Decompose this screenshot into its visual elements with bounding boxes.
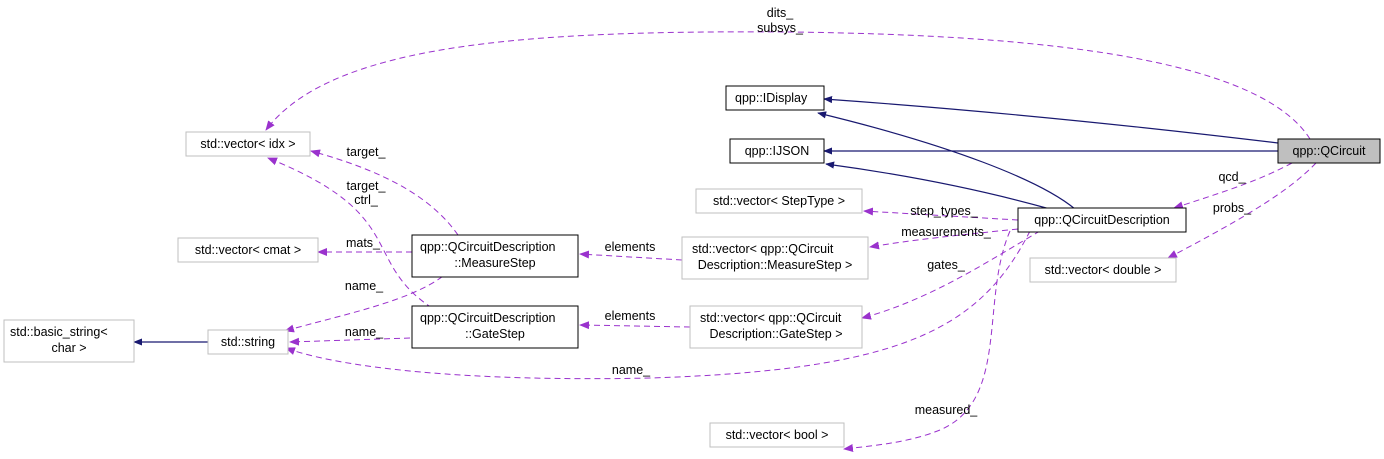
node-vector-gatestep-label-2: Description::GateStep >: [709, 327, 842, 341]
edge-step-types: [863, 207, 1019, 221]
node-vector-idx[interactable]: std::vector< idx >: [185, 131, 311, 157]
node-string-label: std::string: [221, 335, 275, 349]
node-vector-steptype-label: std::vector< StepType >: [713, 194, 845, 208]
label-mats: mats_: [346, 236, 381, 250]
label-dits: dits_: [767, 6, 794, 20]
edge-dits-subsys: [265, 31, 1311, 140]
node-measure-step[interactable]: qpp::QCircuitDescription ::MeasureStep: [411, 234, 579, 278]
node-basic-string-label-2: char >: [51, 341, 86, 355]
node-vector-bool-label: std::vector< bool >: [726, 428, 829, 442]
node-basic-string-label-1: std::basic_string<: [10, 325, 108, 339]
label-subsys: subsys_: [757, 21, 804, 35]
label-probs: probs_: [1213, 201, 1252, 215]
edge-measured: [843, 230, 1011, 452]
label-target-ctrl-1: target_: [347, 179, 387, 193]
label-gates: gates_: [927, 258, 966, 272]
node-ijson[interactable]: qpp::IJSON: [729, 138, 825, 164]
edge-qcd: [1173, 162, 1293, 210]
node-qcircuit-label: qpp::QCircuit: [1293, 144, 1366, 158]
node-vector-cmat-label: std::vector< cmat >: [195, 243, 301, 257]
edge-desc-to-ijson: [825, 161, 1051, 210]
label-target: target_: [347, 145, 387, 159]
node-ijson-label: qpp::IJSON: [745, 144, 810, 158]
label-name-measure: name_: [345, 279, 384, 293]
node-gate-step[interactable]: qpp::QCircuitDescription ::GateStep: [411, 305, 579, 349]
node-vector-cmat[interactable]: std::vector< cmat >: [177, 237, 319, 263]
label-target-ctrl-2: ctrl_: [354, 193, 379, 207]
node-string[interactable]: std::string: [207, 329, 289, 355]
label-name-desc: name_: [612, 363, 651, 377]
edge-elements-gate: [579, 321, 691, 330]
label-name-gate: name_: [345, 325, 384, 339]
node-vector-double-label: std::vector< double >: [1045, 263, 1162, 277]
edge-gates: [861, 230, 1041, 320]
node-vector-measurestep[interactable]: std::vector< qpp::QCircuit Description::…: [681, 236, 869, 280]
node-gate-step-label-1: qpp::QCircuitDescription: [420, 311, 556, 325]
edge-target: [310, 149, 459, 236]
node-vector-bool[interactable]: std::vector< bool >: [709, 422, 845, 448]
node-qcircuit[interactable]: qpp::QCircuit: [1277, 138, 1381, 164]
label-measurements: measurements_: [901, 225, 992, 239]
edge-name-desc: [285, 230, 1031, 380]
node-idisplay-label: qpp::IDisplay: [735, 91, 808, 105]
node-measure-step-label-2: ::MeasureStep: [454, 256, 535, 270]
label-measured: measured_: [915, 403, 979, 417]
edge-target-ctrl: [267, 157, 433, 309]
node-qcircuit-description[interactable]: qpp::QCircuitDescription: [1017, 207, 1187, 233]
node-idisplay[interactable]: qpp::IDisplay: [725, 85, 825, 111]
edge-probs: [1167, 162, 1317, 259]
edge-desc-to-idisplay: [817, 111, 1076, 210]
edge-name-measure: [284, 269, 451, 333]
label-elements-gate: elements: [605, 309, 656, 323]
node-vector-gatestep-label-1: std::vector< qpp::QCircuit: [700, 311, 842, 325]
node-vector-idx-label: std::vector< idx >: [200, 137, 295, 151]
edge-measurements: [869, 228, 1019, 250]
edge-elements-measure: [579, 250, 683, 261]
node-qcircuit-description-label: qpp::QCircuitDescription: [1034, 213, 1170, 227]
node-basic-string[interactable]: std::basic_string< char >: [3, 319, 135, 363]
label-step-types: step_types_: [910, 204, 978, 218]
node-vector-double[interactable]: std::vector< double >: [1029, 257, 1177, 283]
edge-qcircuit-to-idisplay: [823, 95, 1279, 144]
node-vector-measurestep-label-1: std::vector< qpp::QCircuit: [692, 242, 834, 256]
node-gate-step-label-2: ::GateStep: [465, 327, 525, 341]
node-vector-gatestep[interactable]: std::vector< qpp::QCircuit Description::…: [689, 305, 863, 349]
edge-name-gate: [289, 337, 411, 346]
label-qcd: qcd_: [1218, 170, 1246, 184]
node-vector-steptype[interactable]: std::vector< StepType >: [695, 188, 863, 214]
node-vector-measurestep-label-2: Description::MeasureStep >: [698, 258, 853, 272]
label-elements-measure: elements: [605, 240, 656, 254]
node-measure-step-label-1: qpp::QCircuitDescription: [420, 240, 556, 254]
